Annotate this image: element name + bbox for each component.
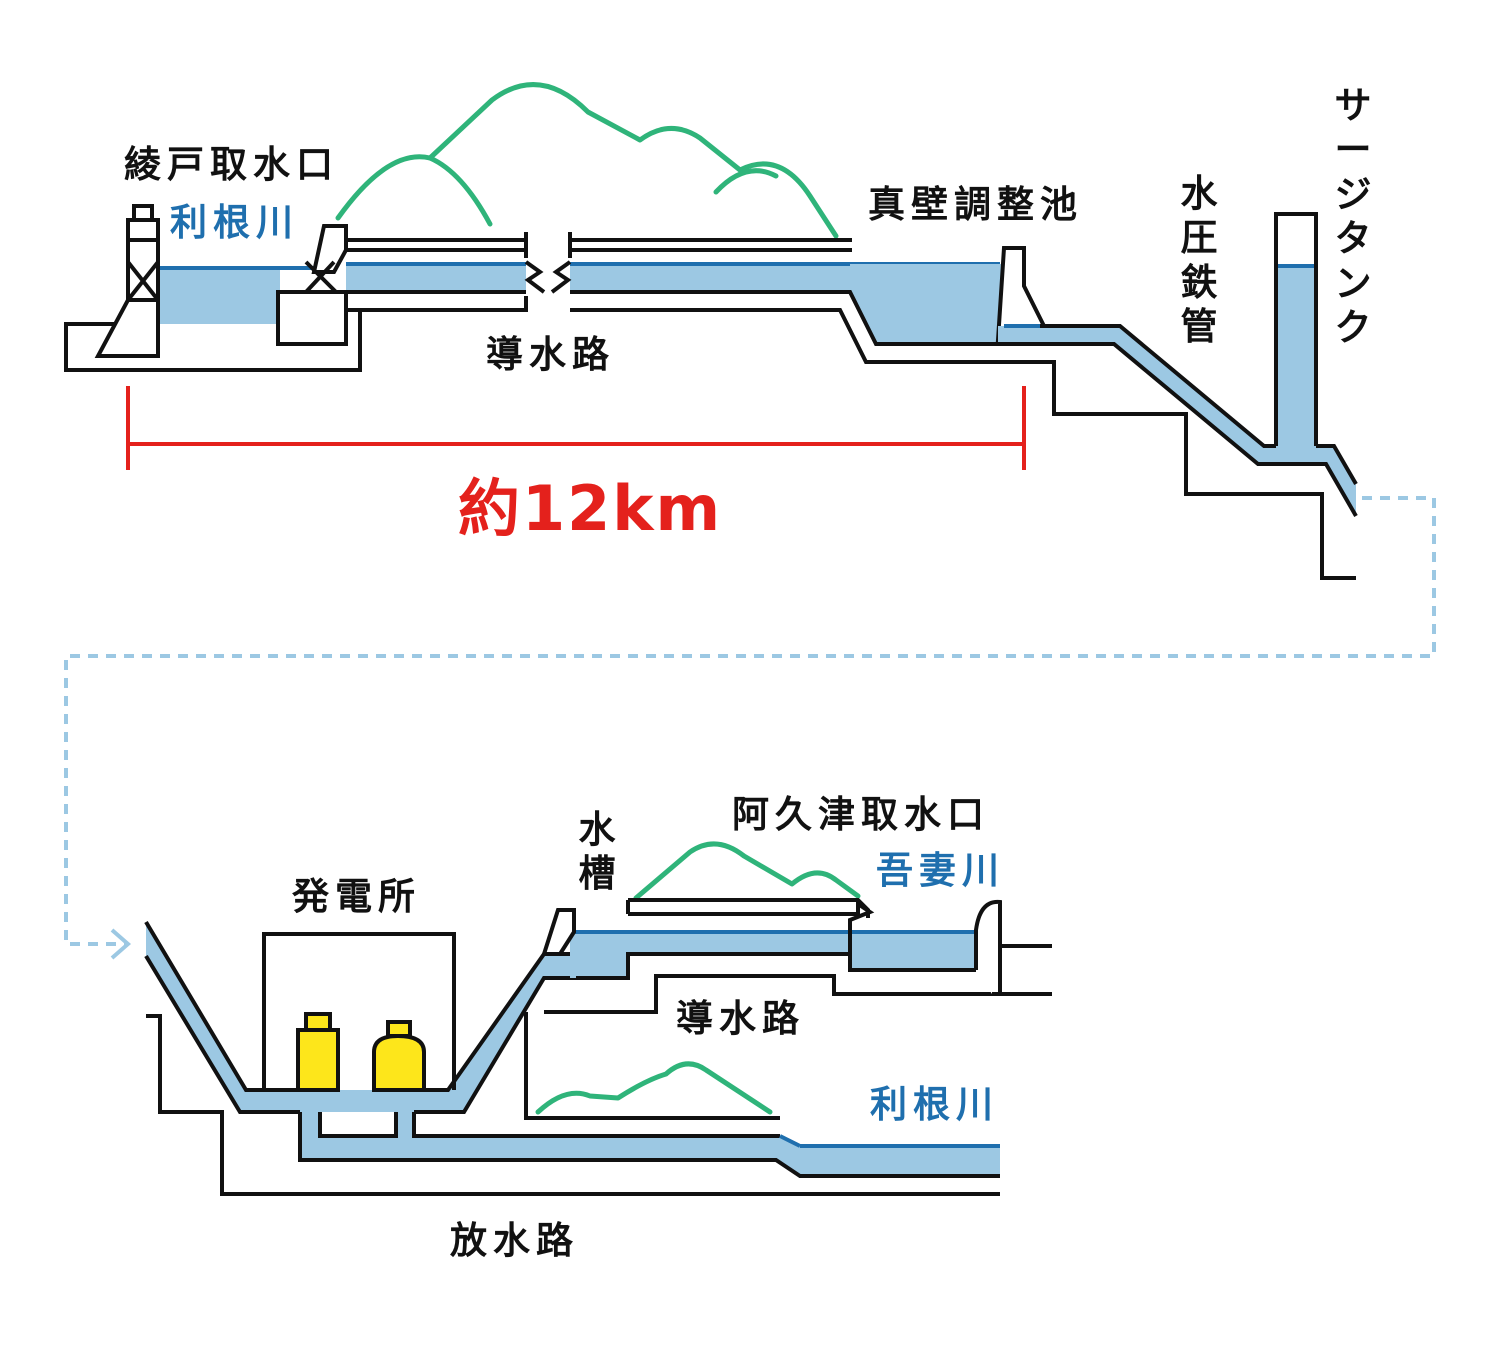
turbine-1 [296, 1012, 340, 1092]
label-distance: 約12km [458, 472, 723, 545]
label-akutsu-intake: 阿久津取水口 [732, 793, 990, 836]
label-maakabe-pond: 真壁調整池 [868, 183, 1083, 226]
label-tone-river-top: 利根川 [170, 201, 299, 244]
distance-marker [126, 386, 1026, 470]
penstock-pipe [998, 324, 1358, 517]
mountains-bottom [535, 841, 861, 1115]
ayado-intake-structure [94, 204, 160, 358]
label-power-station: 発電所 [292, 875, 421, 918]
intake-gate [276, 224, 348, 346]
label-headrace-top: 導水路 [486, 333, 615, 376]
turbine-2 [372, 1020, 426, 1092]
ground-top-left [64, 308, 362, 372]
tailrace [146, 1014, 1000, 1196]
surge-tank [1274, 212, 1318, 446]
label-tailrace: 放水路 [450, 1219, 579, 1262]
label-surge-tank: サージタンク [1334, 84, 1372, 349]
label-agatsuma-river: 吾妻川 [876, 849, 1005, 892]
penstock-lower [144, 920, 576, 1114]
headrace-tunnel-top [346, 232, 1000, 312]
label-water-tank: 水槽 [578, 808, 616, 896]
akutsu-intake-dam [974, 899, 1052, 996]
label-penstock: 水圧鉄管 [1180, 172, 1218, 349]
power-station [262, 932, 456, 1092]
tone-river-water [146, 268, 280, 324]
connector-dotted [64, 496, 1436, 960]
ground-bottom-mid [524, 1012, 780, 1120]
headrace-tunnel-bottom [541, 898, 1052, 1014]
maakabe-pond [570, 246, 1356, 580]
label-tone-river-bottom: 利根川 [870, 1083, 999, 1126]
mountains-top [335, 82, 839, 239]
label-headrace-bottom: 導水路 [676, 997, 805, 1040]
label-ayado-intake: 綾戸取水口 [124, 143, 339, 186]
